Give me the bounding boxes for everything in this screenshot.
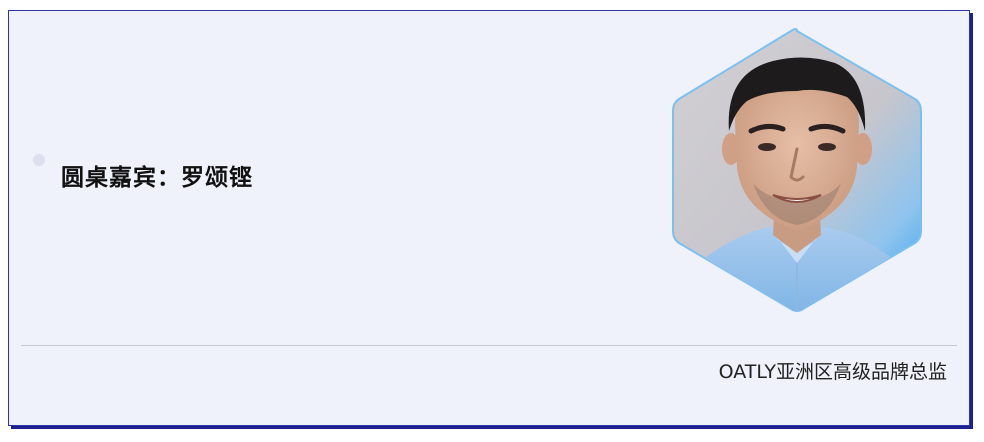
dot-icon <box>33 154 45 166</box>
guest-title: 圆桌嘉宾：罗颂铿 <box>61 165 253 191</box>
guest-portrait <box>672 28 922 312</box>
divider <box>21 345 957 346</box>
guest-card: 圆桌嘉宾：罗颂铿 <box>8 10 970 426</box>
guest-position: OATLY亚洲区高级品牌总监 <box>718 361 947 383</box>
